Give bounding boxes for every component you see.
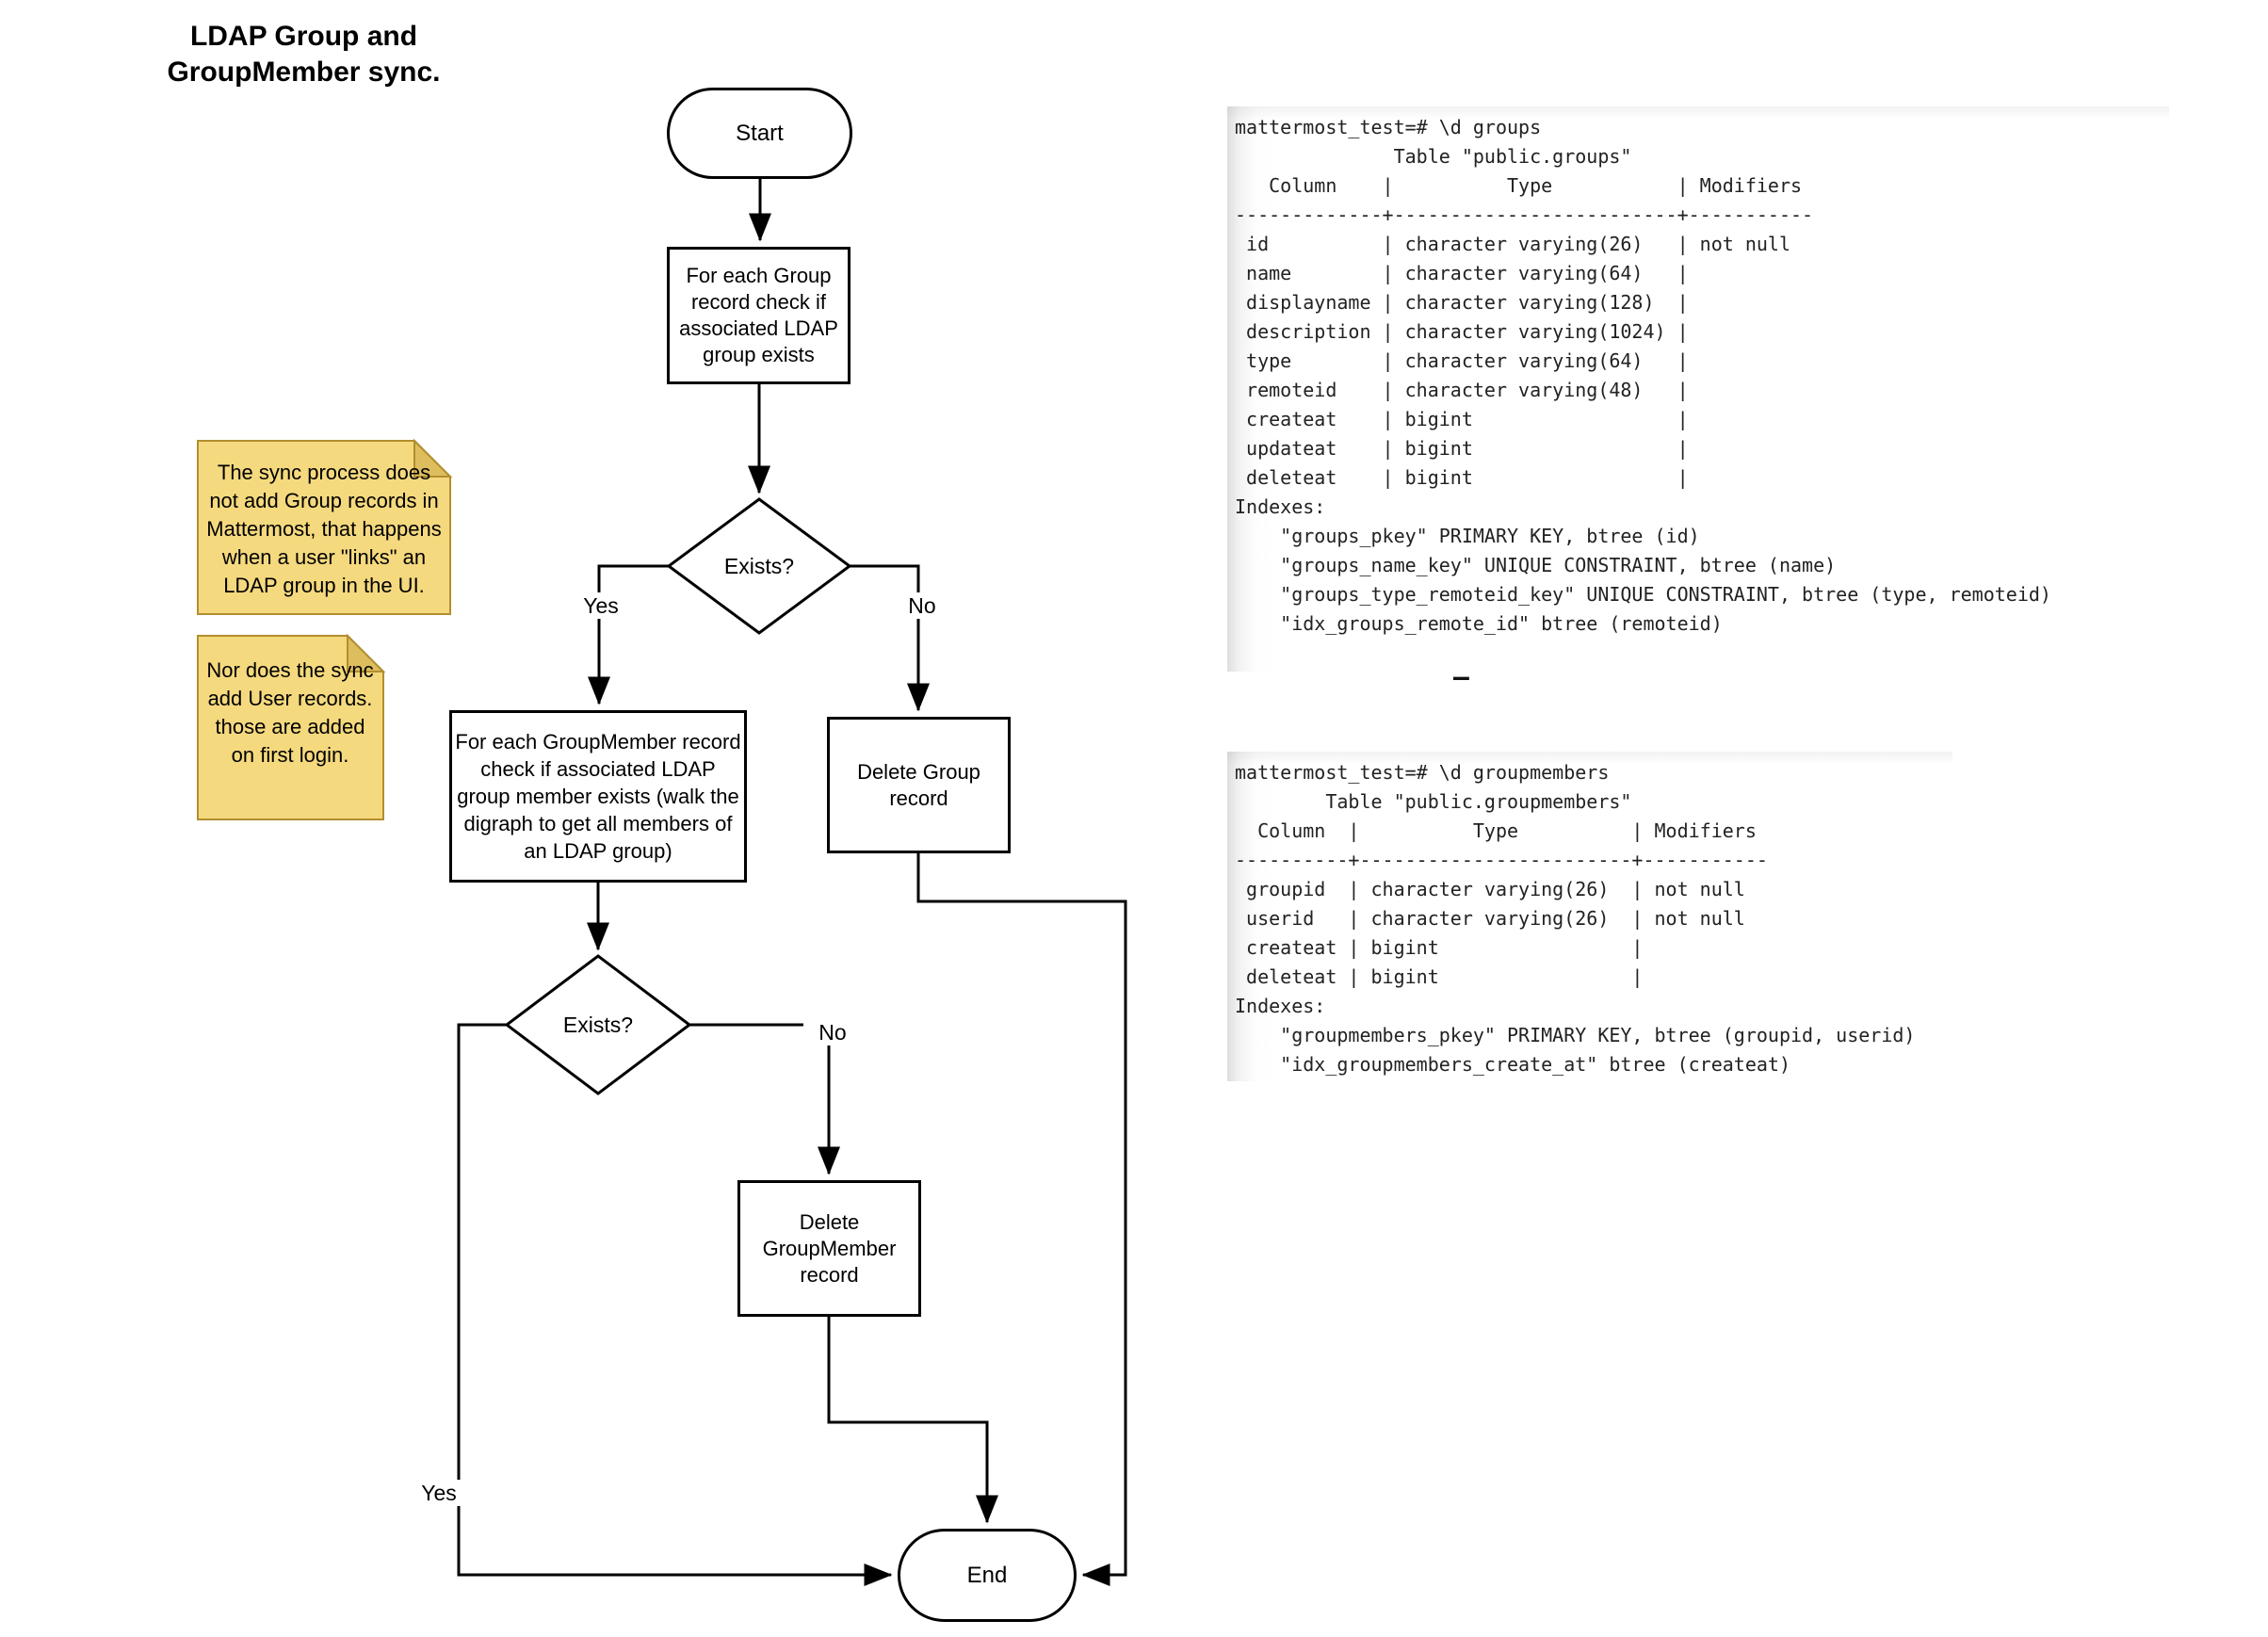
decision2-no-label: No [803, 1019, 862, 1045]
edge-decision2-yes-to-end [457, 1023, 893, 1586]
start-node-label: Start [736, 120, 784, 146]
end-node-label: End [966, 1562, 1008, 1588]
process-groupmember-label: For each GroupMember record check if ass… [455, 730, 741, 863]
process-group-label: For each Group record check if associate… [679, 264, 838, 366]
sticky-note-1-fold [413, 438, 453, 478]
sticky-note-2-text: Nor does the sync add User records. thos… [206, 658, 374, 767]
delete-groupmember-node: Delete GroupMember record [737, 1180, 921, 1317]
sticky-note-1-text: The sync process does not add Group reco… [206, 461, 442, 597]
process-group-node: For each Group record check if associate… [667, 247, 850, 384]
edge-decision1-yes-to-process-groupmember [588, 564, 669, 705]
terminal-groups-table: mattermost_test=# \d groups Table "publi… [1227, 106, 2169, 672]
edge-decision1-no-to-delete-group [850, 564, 930, 712]
delete-group-node: Delete Group record [827, 717, 1011, 853]
edge-delete-group-to-end [916, 853, 1127, 1586]
end-node: End [898, 1529, 1077, 1622]
edge-decision2-no-to-delete-groupmember [689, 1023, 840, 1175]
sticky-note-2-body [197, 635, 384, 820]
terminal-cursor-mark: – [1453, 661, 1469, 692]
decision1-no-label: No [893, 592, 951, 619]
sticky-note-1-body [197, 440, 451, 615]
delete-group-label: Delete Group record [857, 759, 980, 810]
decision2-yes-label: Yes [407, 1480, 471, 1506]
delete-groupmember-label: Delete GroupMember record [762, 1209, 897, 1287]
diagram-title: LDAP Group and GroupMember sync. [167, 21, 441, 88]
decision1-yes-label: Yes [569, 592, 633, 619]
terminal-groupmembers-table: mattermost_test=# \d groupmembers Table … [1227, 752, 1952, 1081]
decision2-diamond [504, 954, 692, 1095]
decision1-label: Exists? [723, 553, 795, 578]
edge-delete-groupmember-to-end [827, 1317, 998, 1524]
start-node: Start [667, 88, 852, 179]
decision1-diamond [666, 497, 852, 635]
sticky-note-2-fold [347, 633, 386, 673]
process-groupmember-node: For each GroupMember record check if ass… [449, 710, 747, 883]
decision2-label: Exists? [562, 1012, 634, 1037]
